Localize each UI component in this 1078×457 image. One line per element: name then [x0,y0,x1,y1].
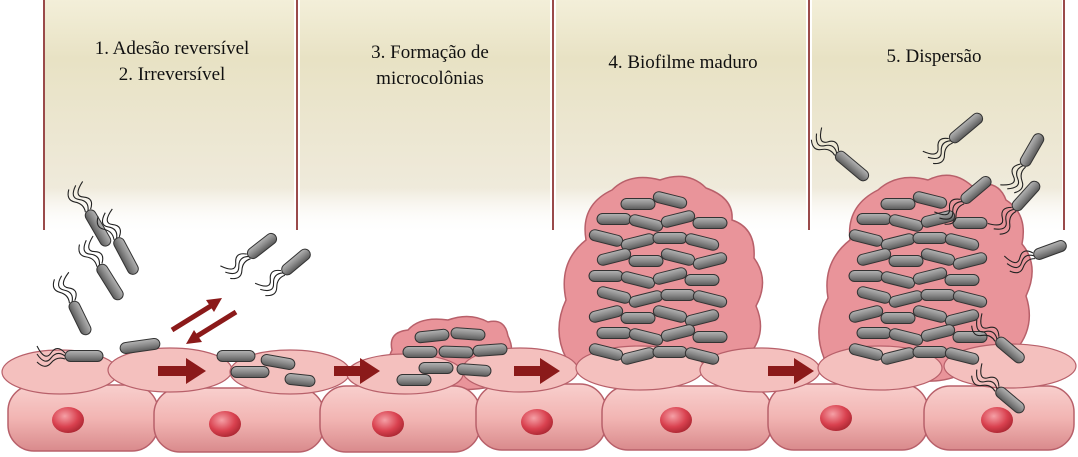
epithelium [2,344,1076,452]
rod-bacterium-icon [403,347,437,358]
rod-bacterium-icon [693,332,727,343]
rod-bacterium-icon [451,327,486,340]
rod-bacterium-icon [597,214,631,225]
cell-nucleus-icon [660,407,692,433]
rod-bacterium-icon [457,363,492,376]
rod-bacterium-icon [653,347,687,358]
cell-nucleus-icon [820,405,852,431]
rod-bacterium-icon [849,271,883,282]
rod-bacterium-icon [693,218,727,229]
cell-nucleus-icon [981,407,1013,433]
stage-1-label-line-2: 2. Irreversível [119,64,226,85]
reversible-attachment-arrows [172,298,236,344]
rod-bacterium-icon [953,218,987,229]
rod-bacterium-icon [913,233,947,244]
rod-bacterium-icon [661,290,695,301]
stage-1-label-line-1: 1. Adesão reversível [95,38,250,59]
rod-bacterium-icon [217,351,255,362]
stage-panel-2 [300,0,550,235]
rod-bacterium-icon [945,275,979,286]
rod-bacterium-icon [597,328,631,339]
rod-bacterium-icon [621,199,655,210]
cell-nucleus-icon [209,411,241,437]
rod-bacterium-icon [953,332,987,343]
stage-2-label-line-1: 3. Formação de [371,42,489,63]
rod-bacterium-icon [231,367,269,378]
cell-nucleus-icon [52,407,84,433]
rod-bacterium-icon [629,256,663,267]
rod-bacterium-icon [881,313,915,324]
rod-bacterium-icon [685,275,719,286]
rod-bacterium-icon [921,290,955,301]
rod-bacterium-icon [473,343,508,356]
rod-bacterium-icon [419,363,453,374]
stage-2-label-line-2: microcolônias [376,68,484,89]
rod-bacterium-icon [397,375,431,386]
rod-bacterium-icon [220,228,281,282]
arrow-up-right-icon [172,304,214,330]
stage-3-label: 4. Biofilme maduro [608,52,757,73]
rod-bacterium-icon [653,233,687,244]
cell-nucleus-icon [521,409,553,435]
rod-bacterium-icon [51,272,97,338]
rod-bacterium-icon [589,271,623,282]
rod-bacterium-icon [621,313,655,324]
arrow-down-left-icon [194,312,236,338]
rod-bacterium-icon [439,346,473,358]
rod-bacterium-icon [913,347,947,358]
cell-nucleus-icon [372,411,404,437]
stage-4-label: 5. Dispersão [887,46,982,67]
rod-bacterium-icon [881,199,915,210]
rod-bacterium-icon [857,214,891,225]
rod-bacterium-icon [857,328,891,339]
rod-bacterium-icon [889,256,923,267]
